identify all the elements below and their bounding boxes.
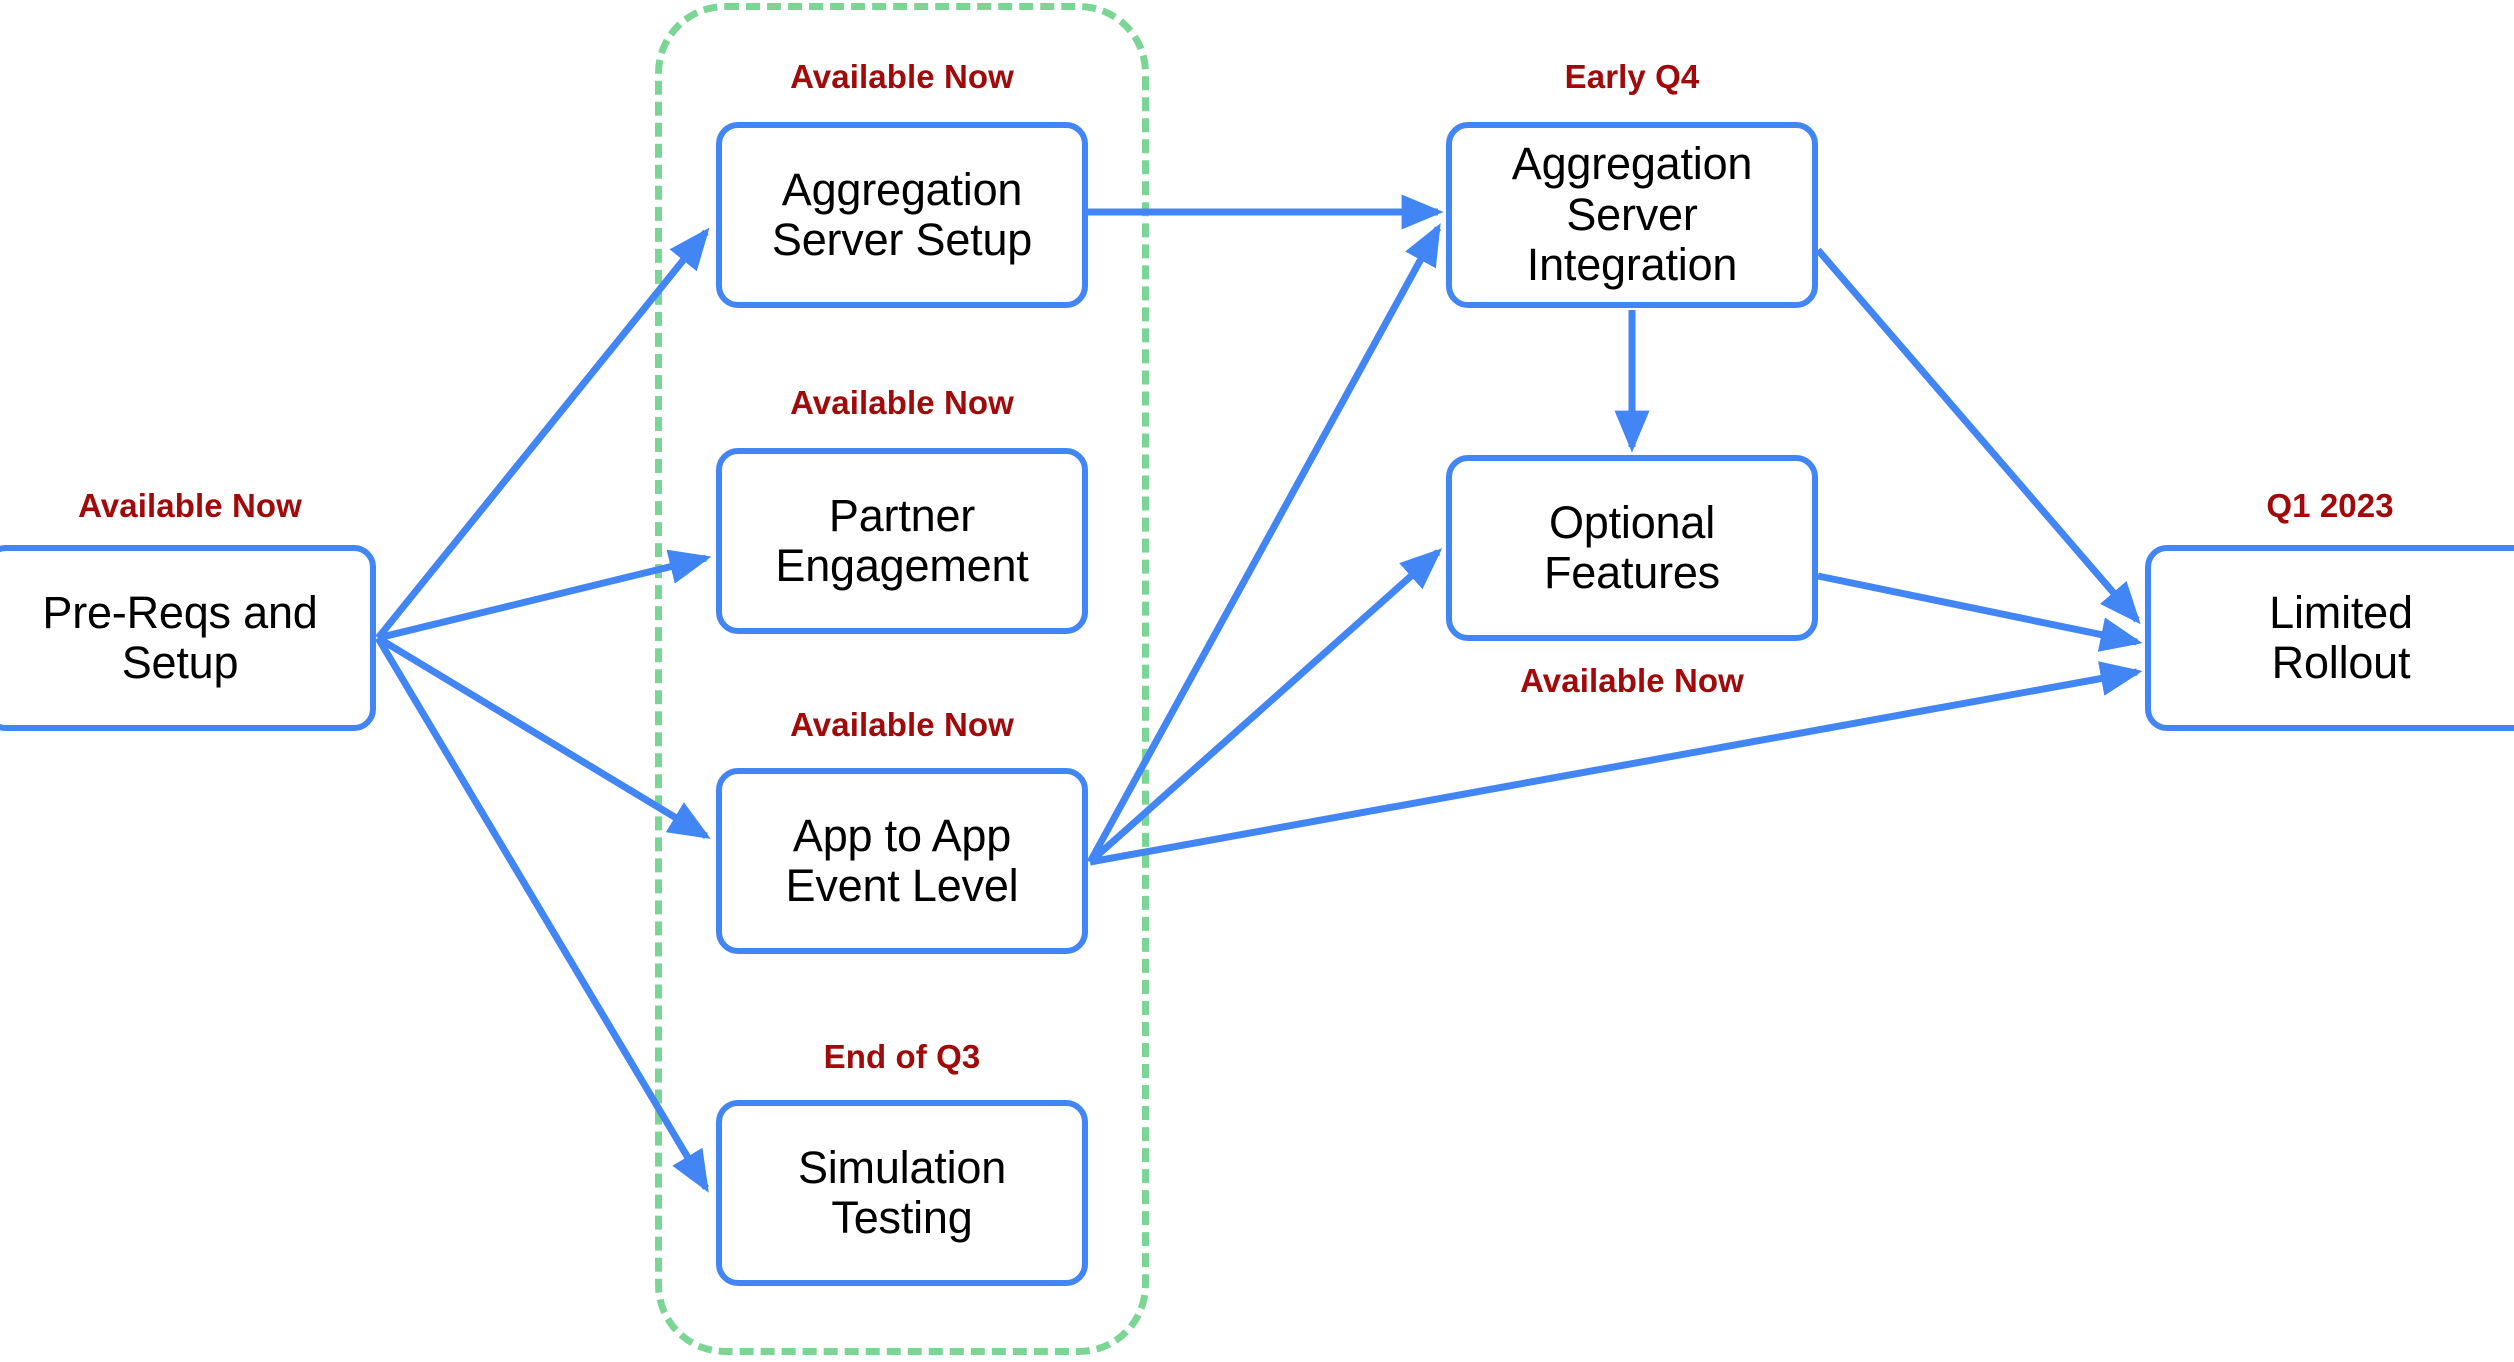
node-aggregation-server-setup[interactable]: Aggregation Server Setup	[716, 122, 1088, 308]
timing-label-pre-reqs-and-setup: Available Now	[78, 487, 302, 524]
node-label-limited-rollout: Limited Rollout	[2269, 586, 2413, 688]
timing-label-simulation-testing: End of Q3	[823, 1038, 981, 1075]
node-limited-rollout[interactable]: Limited Rollout	[2145, 545, 2514, 731]
node-partner-engagement[interactable]: Partner Engagement	[716, 448, 1088, 634]
timing-label-limited-rollout: Q1 2023	[2266, 487, 2394, 524]
node-label-optional-features: Optional Features	[1544, 496, 1720, 598]
timing-label-partner-engagement: Available Now	[790, 384, 1014, 421]
node-label-partner-engagement: Partner Engagement	[775, 489, 1029, 591]
timing-label-app-to-app-event-level: Available Now	[790, 706, 1014, 743]
node-app-to-app-event-level[interactable]: App to App Event Level	[716, 768, 1088, 954]
node-pre-reqs-and-setup[interactable]: Pre-Reqs and Setup	[0, 545, 376, 731]
timing-label-aggregation-server-integration: Early Q4	[1564, 58, 1700, 95]
node-label-aggregation-server-integration: Aggregation Server Integration	[1511, 138, 1753, 291]
node-aggregation-server-integration[interactable]: Aggregation Server Integration	[1446, 122, 1818, 308]
edge-app-to-app-to-limited-rollout	[1089, 661, 2143, 866]
timing-label-optional-features: Available Now	[1520, 662, 1744, 699]
node-label-aggregation-server-setup: Aggregation Server Setup	[771, 163, 1033, 265]
node-label-pre-reqs-and-setup: Pre-Reqs and Setup	[42, 586, 318, 688]
edge-aggregation-server-integration-to-limited-rollout	[1815, 247, 2141, 625]
node-optional-features[interactable]: Optional Features	[1446, 455, 1818, 641]
timing-label-aggregation-server-setup: Available Now	[790, 58, 1014, 95]
node-simulation-testing[interactable]: Simulation Testing	[716, 1100, 1088, 1286]
edge-optional-features-to-limited-rollout	[1817, 572, 2143, 652]
node-label-app-to-app-event-level: App to App Event Level	[785, 809, 1019, 911]
node-label-simulation-testing: Simulation Testing	[797, 1141, 1007, 1243]
